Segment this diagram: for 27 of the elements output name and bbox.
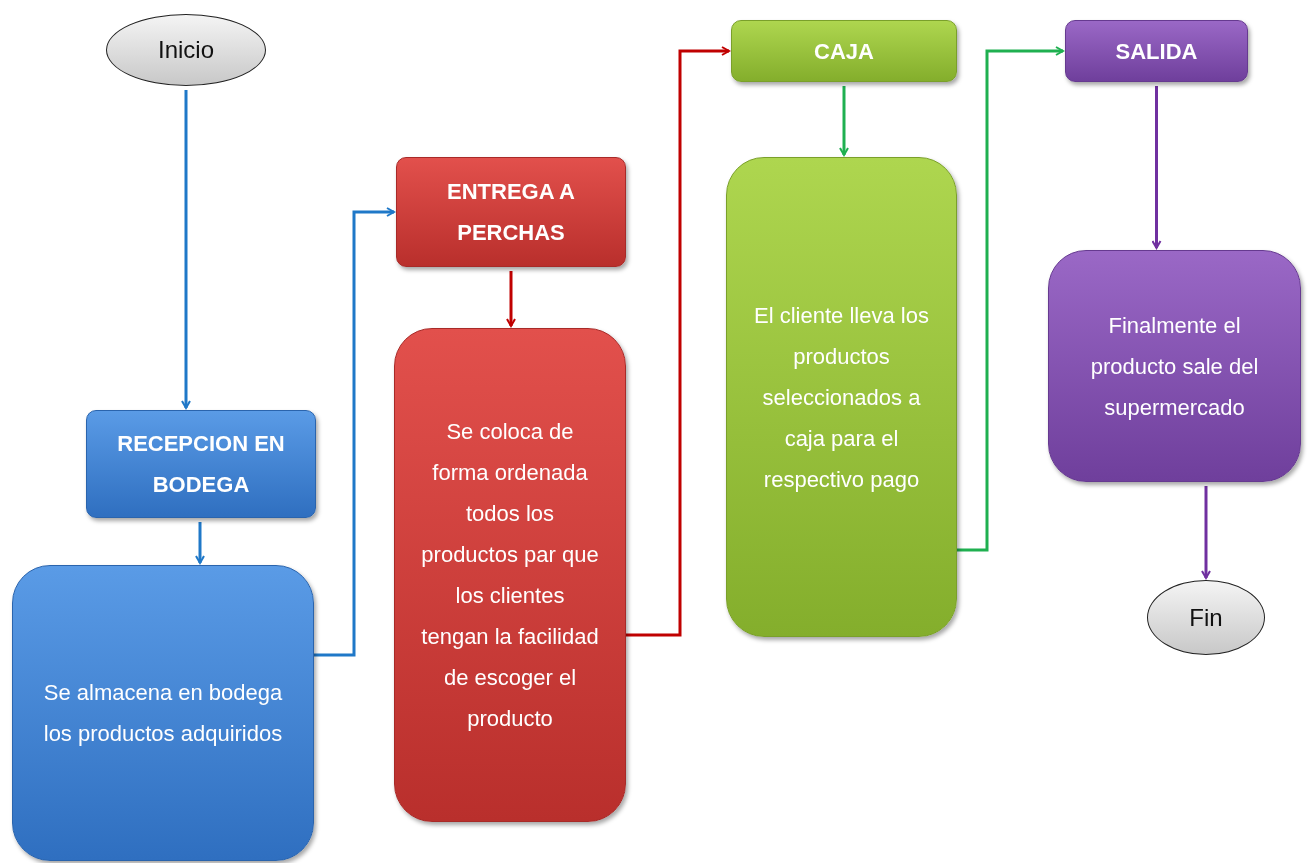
arrow bbox=[314, 207, 395, 657]
step-description: Se coloca de forma ordenada todos los productos par que los clientes tengan la facilidad de escoger el producto bbox=[421, 418, 599, 733]
step-header-box bbox=[731, 20, 957, 82]
arrow bbox=[506, 271, 516, 327]
step-description: El cliente lleva los productos seleccionados a caja para el respectivo pago bbox=[753, 301, 930, 494]
terminal-label: Inicio bbox=[158, 36, 214, 64]
step-description-box bbox=[12, 565, 314, 861]
step-title: ENTREGA A PERCHAS bbox=[446, 178, 576, 247]
step-title: RECEPCION EN BODEGA bbox=[116, 430, 286, 499]
step-description-box bbox=[394, 328, 626, 822]
step-description: Finalmente el producto sale del supermercado bbox=[1089, 311, 1260, 422]
step-description: Se almacena en bodega los productos adquiridos bbox=[42, 679, 284, 748]
step-title: SALIDA bbox=[1115, 37, 1198, 66]
arrow bbox=[839, 86, 849, 156]
step-header-box bbox=[1065, 20, 1248, 82]
arrow bbox=[1151, 86, 1162, 249]
step-description-box bbox=[1048, 250, 1301, 482]
arrow bbox=[957, 46, 1064, 552]
arrow bbox=[195, 522, 205, 564]
arrow bbox=[626, 46, 730, 637]
arrow bbox=[1201, 486, 1211, 579]
arrow bbox=[181, 90, 191, 409]
step-header-box bbox=[86, 410, 316, 518]
step-header-box bbox=[396, 157, 626, 267]
step-title: CAJA bbox=[814, 37, 874, 66]
step-description-box bbox=[726, 157, 957, 637]
terminal-label: Fin bbox=[1189, 603, 1223, 632]
